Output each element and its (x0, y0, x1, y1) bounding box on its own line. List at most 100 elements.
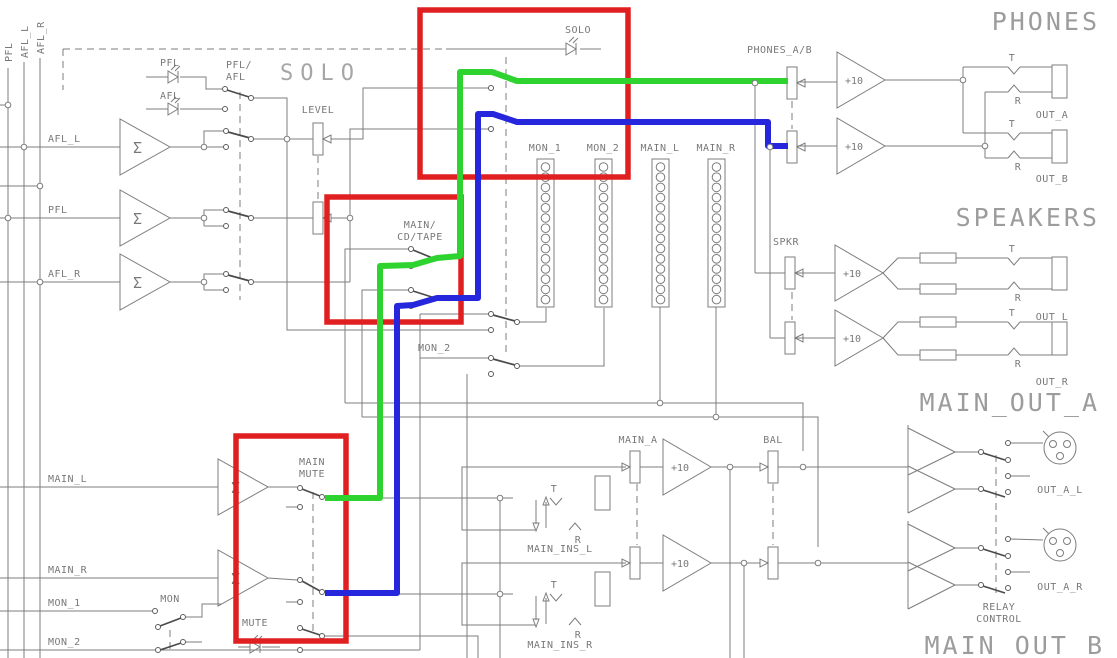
bus-label-afl-r: AFL_R (36, 21, 47, 54)
meter-mon-2 (594, 158, 613, 308)
xlr-out-a-l (1042, 430, 1077, 465)
input-label-afl-r: AFL_R (48, 269, 81, 280)
input-label-main-r: MAIN_R (48, 565, 88, 576)
input-label-pfl: PFL (48, 205, 68, 216)
phones-title: PHONES (992, 7, 1100, 36)
input-label-mon-1: MON_1 (48, 598, 81, 609)
mute-switch-label: MUTE (242, 618, 268, 629)
gain-label-1: +10 (845, 76, 863, 87)
relay-control-label-1: RELAY (983, 602, 1016, 613)
switches (152, 69, 1011, 653)
level-fader-label: LEVEL (302, 105, 335, 116)
jack-out-r (1051, 321, 1068, 356)
insert-r-ring-letter: R (575, 630, 582, 641)
input-label-afl-l: AFL_L (48, 134, 81, 145)
sum-amp-afl-r (119, 253, 171, 311)
gain-label-5: +10 (671, 463, 689, 474)
insert-l-ring (568, 522, 582, 531)
main-out-b-title: MAIN OUT B (924, 631, 1105, 658)
resistor-4 (919, 349, 957, 361)
meter-main-l (651, 158, 670, 308)
trace-blue-right-signal (325, 111, 788, 596)
xlr-label-out-a-r: OUT_A_R (1037, 582, 1083, 593)
ring-letter-a: R (1015, 96, 1022, 107)
level-fader-1 (312, 122, 332, 156)
main-cd-tape-label-1: MAIN/ (404, 220, 437, 231)
phones-ab-label: PHONES_A/B (747, 45, 812, 56)
input-label-main-l: MAIN_L (48, 474, 87, 485)
tip-letter-l: T (1009, 244, 1016, 255)
sigma-1: Σ (133, 139, 142, 157)
meter-mon-1 (536, 158, 555, 308)
mon-switch-label: MON (160, 594, 180, 605)
pfl-afl-switch-label-2: AFL (226, 72, 246, 83)
ring-contact-b (1007, 150, 1021, 159)
junction-nodes (4, 76, 989, 598)
ring-contact-a (1007, 84, 1021, 93)
sum-amp-main-l (217, 458, 269, 516)
insert-r-jack (594, 571, 611, 607)
jack-label-out-l: OUT_L (1036, 312, 1069, 323)
afl-led-label: AFL (160, 91, 180, 102)
balanced-driver-l (907, 424, 956, 514)
tip-contact-l (1007, 257, 1021, 266)
pfl-afl-switch-label-1: PFL/ (226, 60, 252, 71)
gain-label-3: +10 (843, 269, 861, 280)
balanced-driver-r (907, 520, 956, 610)
ring-letter-l: R (1015, 293, 1022, 304)
tip-letter-r: T (1009, 308, 1016, 319)
ring-contact-r (1007, 347, 1021, 356)
phones-fader-b (786, 130, 806, 164)
meter-label-mon-1: MON_1 (529, 143, 562, 154)
tip-contact-a (1007, 66, 1021, 75)
highlight-box-main-mute (233, 433, 349, 644)
insert-l-tip (549, 497, 563, 506)
meter-label-main-r: MAIN_R (696, 143, 736, 154)
bus-label-pfl: PFL (4, 42, 15, 62)
main-cd-tape-label-2: CD/TAPE (397, 232, 443, 243)
ring-letter-b: R (1015, 162, 1022, 173)
pfl-led-label: PFL (160, 58, 180, 69)
tip-letter-a: T (1009, 53, 1016, 64)
jack-out-a (1051, 64, 1068, 99)
signal-traces (325, 69, 788, 596)
bal-fader-label: BAL (763, 435, 783, 446)
xlr-out-a-r (1042, 527, 1077, 562)
highlight-box-solo (417, 7, 631, 180)
jack-out-b (1051, 129, 1068, 164)
tip-contact-r (1007, 321, 1021, 330)
main-a-fader-label: MAIN_A (618, 435, 657, 446)
ring-contact-l (1007, 281, 1021, 290)
resistor-3 (919, 316, 957, 328)
tip-letter-b: T (1009, 119, 1016, 130)
xlr-label-out-a-l: OUT_A_L (1037, 485, 1083, 496)
wires (0, 48, 1052, 658)
bal-fader-l (759, 450, 779, 484)
gain-label-6: +10 (671, 559, 689, 570)
main-mute-label-1: MAIN (299, 457, 325, 468)
meter-label-main-l: MAIN_L (640, 143, 679, 154)
meter-label-mon-2: MON_2 (587, 143, 620, 154)
insert-l-jack (594, 475, 611, 511)
jack-label-out-a: OUT_A (1036, 110, 1069, 121)
input-label-mon-2: MON_2 (48, 637, 81, 648)
sum-amp-pfl (119, 189, 171, 247)
insert-l-ring-letter: R (575, 535, 582, 546)
main-out-a-title: MAIN_OUT_A (919, 388, 1100, 417)
sum-amp-main-r (217, 549, 269, 607)
jack-out-l (1051, 256, 1068, 291)
sum-amp-afl-l (119, 118, 171, 176)
trace-green-left-signal (325, 69, 788, 501)
insert-l-tip-letter: T (551, 484, 558, 495)
speakers-title: SPEAKERS (956, 203, 1100, 232)
bus-label-afl-l: AFL_L (20, 25, 31, 58)
solo-section-title: SOLO (280, 61, 361, 86)
bal-fader-r (759, 546, 779, 580)
tip-contact-b (1007, 132, 1021, 141)
sigma-2: Σ (133, 210, 142, 228)
components: Σ Σ Σ Σ Σ +10 +10 +10 + (119, 36, 1077, 654)
insert-r-tip-letter: T (551, 580, 558, 591)
insert-r-ring (568, 617, 582, 626)
resistor-2 (919, 283, 957, 295)
